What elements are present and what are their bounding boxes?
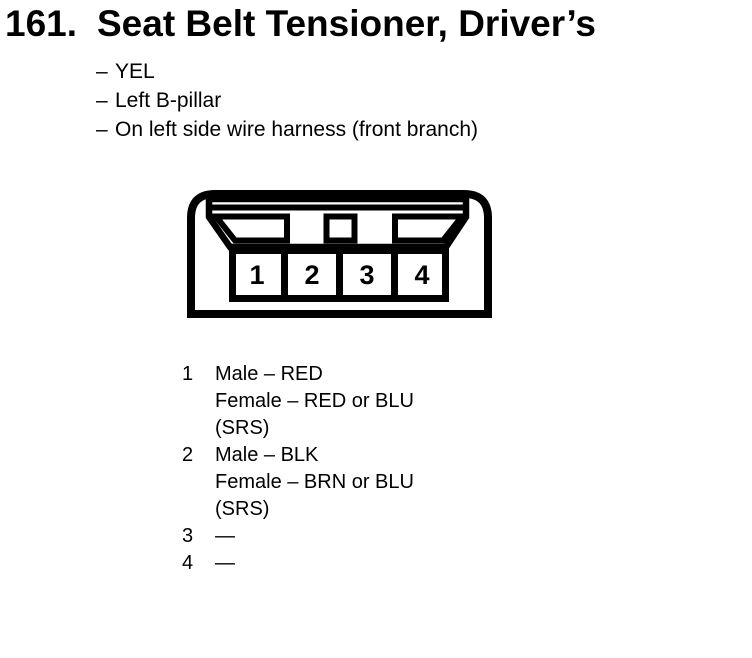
note-text: On left side wire harness (front branch) xyxy=(115,118,478,141)
note-text: YEL xyxy=(115,60,155,83)
note-harness: – On left side wire harness (front branc… xyxy=(96,115,478,144)
pin-cell-3: 3 xyxy=(359,260,374,290)
pin-line-empty: — xyxy=(215,552,235,574)
pin-cell-1: 1 xyxy=(249,260,264,290)
pin-number: 4 xyxy=(182,552,194,574)
note-location: – Left B-pillar xyxy=(96,86,478,115)
connector-right-slot xyxy=(392,213,469,244)
connector-lock-tab xyxy=(323,213,358,244)
dash-bullet: – xyxy=(96,118,108,141)
pinout-list: 1 Male – RED Female – RED or BLU (SRS) 2… xyxy=(182,361,414,577)
pinout-entry-3: 3 — xyxy=(182,523,414,550)
note-color: – YEL xyxy=(96,57,478,86)
note-text: Left B-pillar xyxy=(115,89,222,112)
pinout-entry-4: 4 — xyxy=(182,550,414,577)
connector-face-svg: 1 2 3 4 xyxy=(187,190,492,318)
pin-line-female: Female – RED or BLU xyxy=(215,390,414,412)
pin-line-system: (SRS) xyxy=(215,498,270,520)
pin-description: — xyxy=(215,550,235,577)
pin-number: 3 xyxy=(182,525,194,547)
pin-line-empty: — xyxy=(215,525,235,547)
connector-left-slot xyxy=(209,213,290,244)
pin-cell-2: 2 xyxy=(304,260,319,290)
pin-line-male: Male – BLK xyxy=(215,444,319,466)
pin-line-system: (SRS) xyxy=(215,417,270,439)
pin-line-female: Female – BRN or BLU xyxy=(215,471,414,493)
dash-bullet: – xyxy=(96,89,108,112)
pin-number: 1 xyxy=(182,363,194,385)
pin-line-male: Male – RED xyxy=(215,363,323,385)
pin-description: Male – RED Female – RED or BLU (SRS) xyxy=(215,361,414,442)
pinout-entry-2: 2 Male – BLK Female – BRN or BLU (SRS) xyxy=(182,442,414,523)
item-number: 161. xyxy=(5,3,78,44)
notes-list: – YEL – Left B-pillar – On left side wir… xyxy=(96,57,478,144)
pin-cell-4: 4 xyxy=(414,260,429,290)
dash-bullet: – xyxy=(96,60,108,83)
item-title: Seat Belt Tensioner, Driver’s xyxy=(97,3,597,44)
page-title: 161. Seat Belt Tensioner, Driver’s xyxy=(5,4,596,44)
pin-description: Male – BLK Female – BRN or BLU (SRS) xyxy=(215,442,414,523)
connector-diagram: 1 2 3 4 xyxy=(180,184,500,326)
pin-description: — xyxy=(215,523,235,550)
pinout-entry-1: 1 Male – RED Female – RED or BLU (SRS) xyxy=(182,361,414,442)
pin-number: 2 xyxy=(182,444,194,466)
